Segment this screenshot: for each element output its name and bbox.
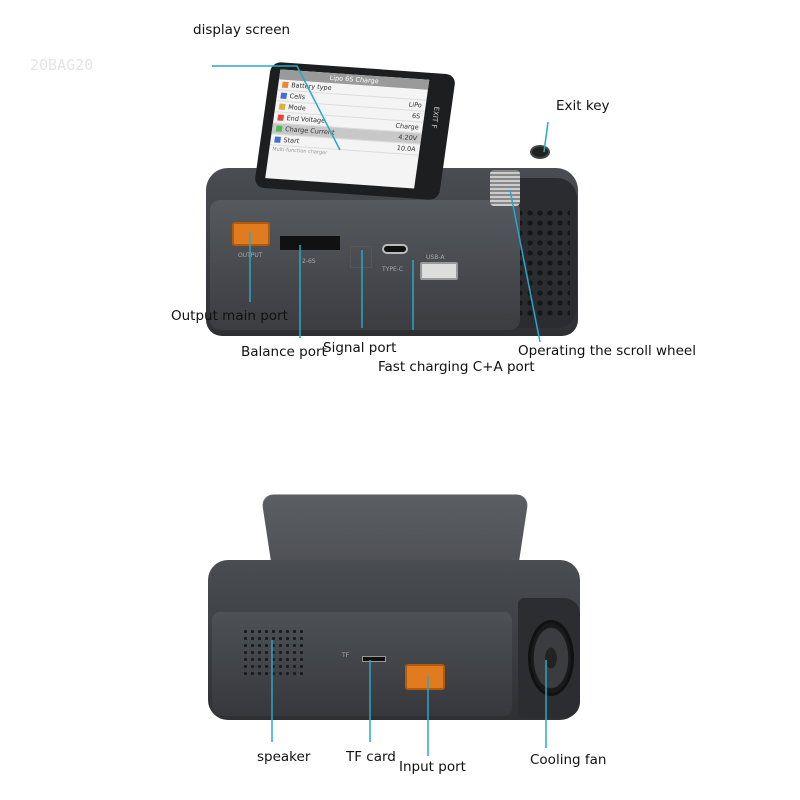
signal-port: [350, 246, 372, 268]
input-xt-port: [405, 664, 445, 690]
label-signal-port: Signal port: [323, 340, 397, 356]
label-cooling-fan: Cooling fan: [530, 752, 607, 768]
tf-text: TF: [342, 652, 350, 659]
type-c-text: TYPE-C: [382, 266, 404, 273]
label-tf-card: TF card: [346, 749, 396, 765]
scroll-wheel: [490, 170, 520, 206]
speaker-grille: [242, 628, 306, 676]
label-scroll-wheel: Operating the scroll wheel: [518, 343, 696, 359]
usb-a-text: USB-A: [426, 254, 445, 261]
label-display-screen: display screen: [193, 22, 291, 38]
front-panel: [210, 200, 520, 330]
output-xt-port: [232, 222, 270, 246]
label-exit-key: Exit key: [556, 98, 610, 114]
callout-line-scroll: [509, 189, 541, 343]
balance-port-pins: [280, 236, 340, 250]
label-balance-port: Balance port: [241, 344, 327, 360]
tf-card-slot: [362, 656, 386, 662]
cooling-fan: [528, 620, 574, 696]
balance-port-text: 2-6S: [302, 258, 316, 265]
label-output-main-port: Output main port: [171, 308, 288, 324]
callout-line-exit: [543, 121, 549, 153]
callout-line-display: [212, 65, 341, 151]
usb-a-port: [420, 262, 458, 280]
label-input-port: Input port: [399, 759, 466, 775]
label-fast-charging: Fast charging C+A port: [378, 359, 535, 375]
label-speaker: speaker: [257, 749, 311, 765]
type-c-port: [382, 244, 408, 254]
watermark: 20BAG20: [30, 56, 94, 74]
